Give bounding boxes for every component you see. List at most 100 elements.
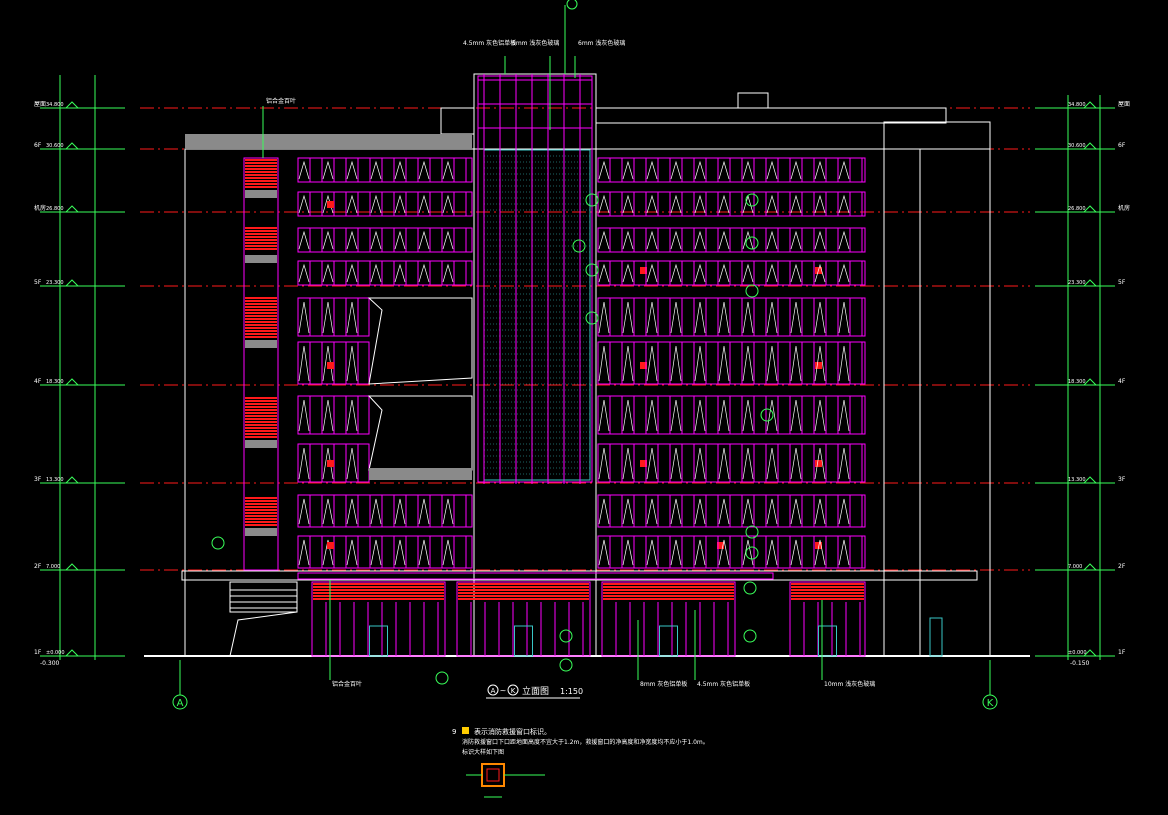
note-line-2: 消防救援窗口下口距地面高度不宜大于1.2m，救援窗口的净高度和净宽度均不应小于1… [462,738,709,746]
window-opener [598,447,610,480]
window-band [597,297,866,337]
window-band [597,227,866,253]
window-opener [298,301,310,334]
floor-name-left: 机房 [34,204,46,212]
window-opener [838,447,850,480]
elev-marker [65,378,79,386]
window-opener [814,301,826,334]
louver-gray-band [245,440,277,448]
window-opener [670,498,682,525]
elev-marker [1083,649,1097,657]
window-opener [694,399,706,432]
window-opener [646,539,658,566]
window-opener [742,345,754,382]
window-opener [346,399,358,432]
window-opener [394,230,406,250]
window-opener [622,399,634,432]
window-opener [790,160,802,180]
window-opener [670,345,682,382]
floor-name-right: 机房 [1118,204,1130,212]
window-opener [442,539,454,566]
floor-name-right: 6F [1118,142,1126,149]
window-opener [442,160,454,180]
floor-name-left: 5F [34,279,42,286]
window-opener [670,539,682,566]
window-opener [322,230,334,250]
window-opener [298,345,310,382]
window-opener [670,160,682,180]
window-opener [742,230,754,250]
bottom-annotations [211,193,823,685]
window-band [597,494,866,528]
floor-name-right: 2F [1118,563,1126,570]
window-opener [322,498,334,525]
shop-door [369,625,388,657]
window-band [597,260,866,286]
window-opener [718,345,730,382]
window-opener [766,399,778,432]
garage-louver [229,581,298,657]
window-opener [766,160,778,180]
window-band [297,191,473,217]
title-text: 立面图 [522,685,549,697]
window-opener [598,263,610,283]
window-opener [442,230,454,250]
window-opener [790,194,802,214]
window-opener [766,539,778,566]
window-opener [622,447,634,480]
window-opener [442,498,454,525]
window-band [597,395,866,435]
window-opener [790,345,802,382]
window-band [597,157,866,183]
window-opener [838,263,850,283]
window-opener [346,539,358,566]
floor-elev-right: ±0.000 [1068,650,1087,656]
window-opener [622,345,634,382]
floor-name-left: 6F [34,142,42,149]
floor-name-right: 3F [1118,476,1126,483]
window-opener [766,498,778,525]
window-band [597,341,866,385]
window-opener [718,194,730,214]
window-band [297,494,473,528]
window-opener [370,539,382,566]
louver-gray-band [245,340,277,348]
floor-name-left: 4F [34,378,42,385]
floor-elev-right: 18.300 [1068,379,1086,385]
window-opener [298,498,310,525]
window-opener [622,160,634,180]
window-opener [838,230,850,250]
window-opener [814,160,826,180]
floor-name-right: 5F [1118,279,1126,286]
rescue-window-marker [815,460,822,467]
floor-elev-right: 7.000 [1068,564,1082,570]
window-opener [742,498,754,525]
window-bands-right [597,157,866,569]
floor-name-left: 屋面 [34,101,46,108]
bottom-note-2: 8mm 灰色铝单板 [640,680,687,688]
window-opener [670,194,682,214]
window-opener [694,498,706,525]
top-annotations: 4.5mm 灰色铝单板 6mm 浅灰色玻璃 6mm 浅灰色玻璃 [463,0,625,130]
side-annotation: 铝合金百叶 [262,97,296,158]
window-opener [346,230,358,250]
window-opener [598,160,610,180]
note-line-1: 表示消防救援窗口标识。 [474,727,551,736]
window-opener [418,194,430,214]
building-outline [144,73,1030,657]
floor-elev-right: 13.300 [1068,477,1086,483]
window-opener [790,263,802,283]
notes: 9 表示消防救援窗口标识。 消防救援窗口下口距地面高度不宜大于1.2m，救援窗口… [452,727,709,798]
window-opener [418,160,430,180]
window-opener [718,301,730,334]
floor-elev-left: 23.300 [46,280,64,286]
window-opener [814,194,826,214]
window-opener [646,345,658,382]
floor-name-right: 屋面 [1118,101,1130,108]
floor-name-right: 1F [1118,649,1126,656]
window-opener [670,399,682,432]
window-opener [646,230,658,250]
window-opener [742,399,754,432]
window-opener [298,539,310,566]
window-opener [646,263,658,283]
